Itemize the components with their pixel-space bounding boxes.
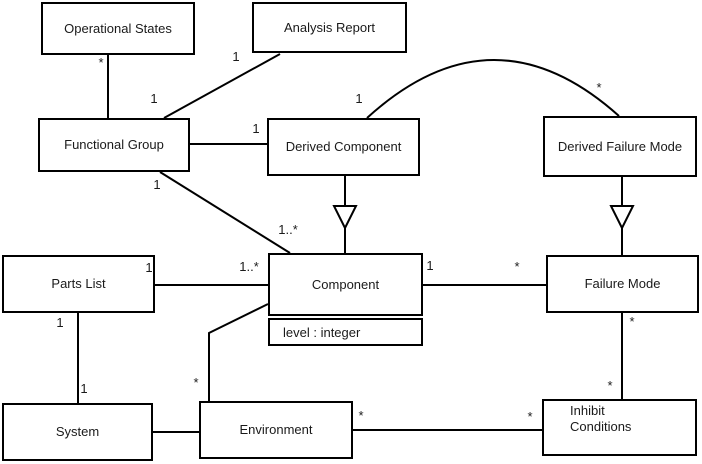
multiplicity-label: * xyxy=(596,79,602,95)
multiplicity-label: 1 xyxy=(426,257,434,273)
class-name: Derived Component xyxy=(285,139,402,154)
class-name-compartment: Component xyxy=(268,253,423,316)
class-system[interactable]: System xyxy=(2,403,153,461)
class-derived-failure-mode[interactable]: Derived Failure Mode xyxy=(543,116,697,177)
class-name: Component xyxy=(311,277,380,292)
class-attribute: level : integer xyxy=(283,324,361,340)
class-operational-states[interactable]: Operational States xyxy=(41,2,195,55)
multiplicity-label: 1 xyxy=(252,120,260,136)
class-name: Operational States xyxy=(64,20,172,36)
multiplicity-label: 1 xyxy=(153,176,161,192)
connector-derived-component-derived-failure-mode-arc xyxy=(366,59,620,119)
class-environment[interactable]: Environment xyxy=(199,401,353,459)
class-derived-component[interactable]: Derived Component xyxy=(267,118,420,176)
multiplicity-label: * xyxy=(607,377,613,393)
generalization-triangle-icon xyxy=(332,205,358,231)
class-attribute-compartment: level : integer xyxy=(268,318,423,346)
class-component[interactable]: Component level : integer xyxy=(268,253,423,346)
multiplicity-label: * xyxy=(527,408,533,424)
connector-functional-group-analysis-report xyxy=(163,53,281,119)
multiplicity-label: * xyxy=(193,374,199,390)
multiplicity-label: 1 xyxy=(56,314,64,330)
multiplicity-label: 1 xyxy=(150,90,158,106)
class-inhibit-conditions[interactable]: Inhibit Conditions xyxy=(542,399,697,456)
multiplicity-label: 1..* xyxy=(239,258,259,274)
multiplicity-label: * xyxy=(629,313,635,329)
multiplicity-label: 1 xyxy=(145,259,153,275)
class-name: Environment xyxy=(239,422,313,437)
class-failure-mode[interactable]: Failure Mode xyxy=(546,255,699,313)
class-name: Inhibit Conditions xyxy=(570,403,632,434)
multiplicity-label: * xyxy=(514,258,520,274)
class-name: System xyxy=(55,424,100,439)
class-analysis-report[interactable]: Analysis Report xyxy=(252,2,407,53)
multiplicity-label: 1..* xyxy=(278,221,298,237)
class-name: Parts List xyxy=(51,276,106,291)
class-functional-group[interactable]: Functional Group xyxy=(38,118,190,172)
class-name: Analysis Report xyxy=(283,19,376,35)
multiplicity-label: * xyxy=(98,54,104,70)
generalization-triangle-icon xyxy=(609,205,635,231)
connector-functional-group-component xyxy=(159,171,291,254)
multiplicity-label: * xyxy=(358,407,364,423)
multiplicity-label: 1 xyxy=(80,380,88,396)
class-parts-list[interactable]: Parts List xyxy=(2,255,155,313)
class-name: Functional Group xyxy=(64,137,164,152)
class-name: Failure Mode xyxy=(584,276,661,291)
multiplicity-label: 1 xyxy=(355,90,363,106)
multiplicity-label: 1 xyxy=(232,48,240,64)
connector-component-environment xyxy=(208,303,269,401)
class-name: Derived Failure Mode xyxy=(557,138,683,154)
